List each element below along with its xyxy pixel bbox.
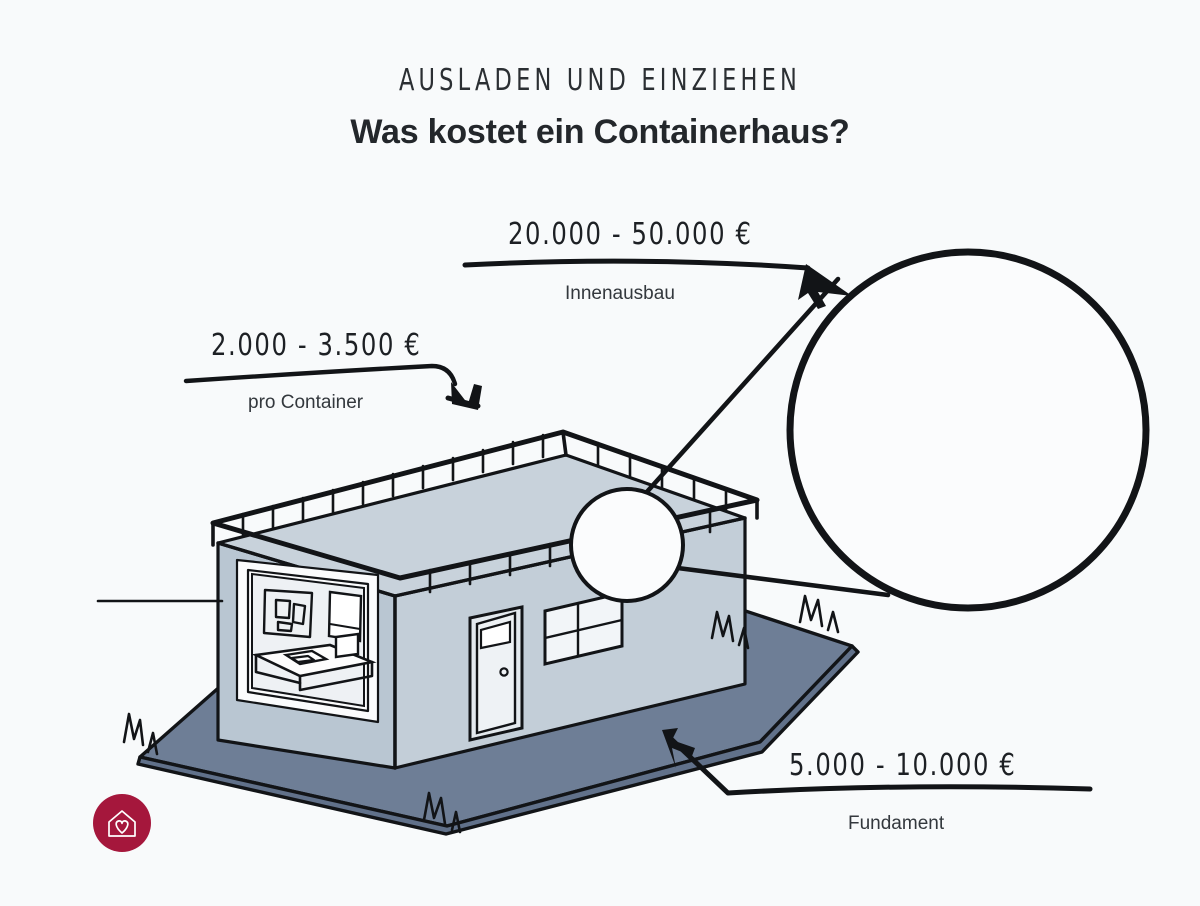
house-heart-icon (108, 810, 136, 837)
magnifier-ring-large (786, 248, 1150, 612)
interior-magnifier-small (569, 487, 685, 603)
eyebrow-text: AUSLADEN UND EINZIEHEN (398, 62, 802, 98)
callout-label-innenausbau: Innenausbau (565, 283, 675, 304)
callout-price-fundament: 5.000 - 10.000 € (789, 748, 1017, 783)
leader-innenausbau (462, 258, 852, 309)
page-title: Was kostet ein Containerhaus? (350, 113, 850, 151)
callout-label-fundament: Fundament (848, 813, 945, 834)
leader-fundament (662, 728, 1093, 796)
magnifier-ring-small (569, 487, 685, 603)
callout-label-container: pro Container (248, 392, 364, 413)
callout-price-container: 2.000 - 3.500 € (211, 328, 422, 363)
grass-tufts (122, 594, 840, 834)
house-heart-logo[interactable] (93, 794, 151, 852)
magnifier-cone (625, 276, 891, 598)
entrance-door (468, 605, 524, 742)
side-window (543, 591, 624, 666)
callout-price-innenausbau: 20.000 - 50.000 € (508, 217, 753, 252)
leader-pro-container (183, 363, 482, 410)
panorama-window (235, 558, 380, 724)
interior-magnifier-large (786, 248, 1150, 612)
